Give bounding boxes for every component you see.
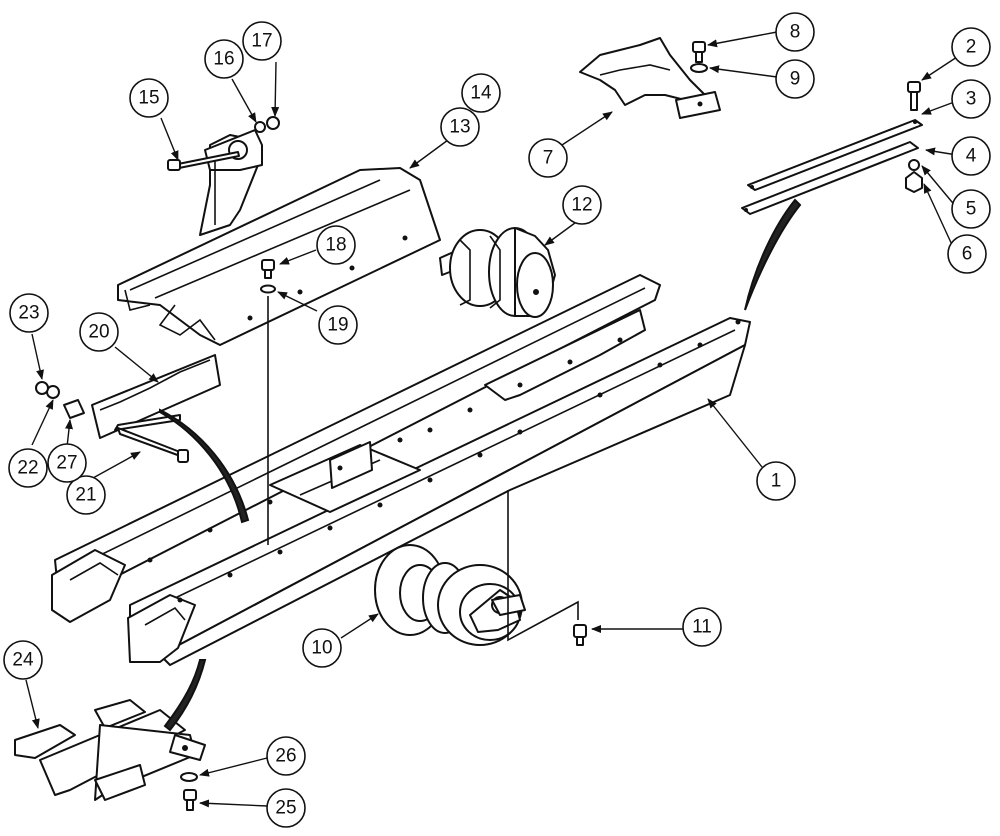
track-roller-assembly [374, 544, 526, 646]
callout-label: 2 [966, 37, 977, 58]
callout-23[interactable]: 23 [9, 293, 49, 333]
rail-bolt-holes [147, 319, 741, 603]
callout-label: 3 [966, 89, 977, 110]
callout-label: 20 [88, 322, 109, 343]
leader-lines [25, 31, 958, 808]
callout-25[interactable]: 25 [266, 788, 306, 828]
callout-3[interactable]: 3 [951, 79, 991, 119]
callout-4[interactable]: 4 [951, 136, 991, 176]
callout-7[interactable]: 7 [528, 138, 568, 178]
guide-bracket [167, 116, 280, 236]
carrier-roller [439, 227, 556, 318]
callout-16[interactable]: 16 [204, 39, 244, 79]
callout-label: 23 [18, 303, 39, 324]
callout-label: 15 [138, 88, 159, 109]
callout-26[interactable]: 26 [266, 736, 306, 776]
callout-13[interactable]: 13 [440, 107, 480, 147]
callout-label: 14 [470, 83, 492, 104]
callout-5[interactable]: 5 [951, 189, 991, 229]
callout-24[interactable]: 24 [3, 640, 43, 680]
callout-9[interactable]: 9 [775, 59, 815, 99]
callout-22[interactable]: 22 [8, 448, 48, 488]
assembly-lines [159, 198, 802, 732]
callout-19[interactable]: 19 [318, 305, 358, 345]
callout-12[interactable]: 12 [562, 185, 602, 225]
callout-label: 5 [966, 199, 977, 220]
cross-mount [14, 699, 206, 811]
callout-label: 16 [213, 49, 234, 70]
callout-14[interactable]: 14 [461, 73, 501, 113]
callout-label: 25 [275, 798, 296, 819]
callout-2[interactable]: 2 [951, 27, 991, 67]
callout-8[interactable]: 8 [775, 12, 815, 52]
callout-label: 27 [56, 453, 77, 474]
track-frame [51, 274, 751, 666]
track-guide [35, 354, 221, 463]
callout-21[interactable]: 21 [66, 475, 106, 515]
callout-11[interactable]: 11 [682, 607, 722, 647]
callout-label: 6 [962, 244, 973, 265]
mounting-straps [741, 81, 923, 215]
hardware-small [260, 259, 587, 646]
callout-label: 9 [790, 69, 801, 90]
roller-guard [117, 167, 441, 346]
callout-label: 10 [311, 638, 332, 659]
callout-label: 22 [17, 458, 38, 479]
callout-label: 8 [790, 22, 801, 43]
callout-18[interactable]: 18 [316, 225, 356, 265]
callout-label: 13 [449, 117, 470, 138]
callout-27[interactable]: 27 [47, 443, 87, 483]
callout-label: 12 [571, 195, 592, 216]
callout-6[interactable]: 6 [947, 234, 987, 274]
callout-label: 21 [75, 485, 96, 506]
callout-label: 4 [966, 146, 977, 167]
callout-1[interactable]: 1 [756, 461, 796, 501]
callout-20[interactable]: 20 [79, 312, 119, 352]
callout-label: 26 [275, 746, 296, 767]
callout-label: 1 [771, 471, 782, 492]
roller-shield [579, 37, 721, 119]
callout-label: 24 [12, 650, 34, 671]
callout-17[interactable]: 17 [242, 21, 282, 61]
callout-label: 19 [327, 315, 348, 336]
callout-label: 18 [325, 235, 346, 256]
callout-label: 7 [543, 148, 554, 169]
callout-15[interactable]: 15 [129, 78, 169, 118]
callout-label: 17 [251, 31, 272, 52]
callout-10[interactable]: 10 [302, 628, 342, 668]
callout-label: 11 [692, 617, 712, 638]
